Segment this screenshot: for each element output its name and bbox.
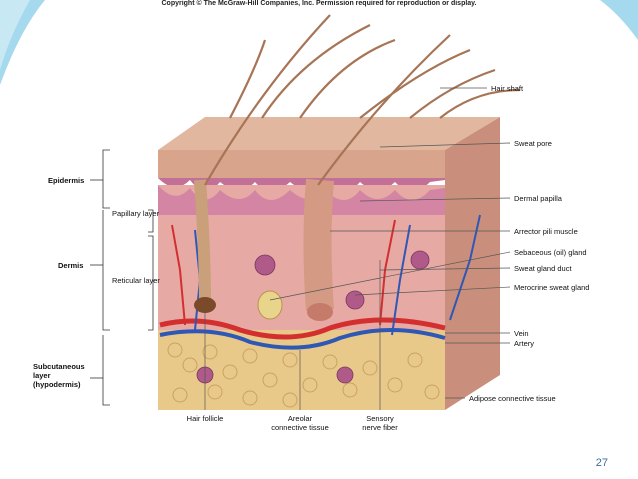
label-hair-shaft: Hair shaft	[491, 84, 524, 93]
label-sweat-gland-duct: Sweat gland duct	[514, 264, 572, 273]
label-hair-follicle: Hair follicle	[186, 414, 224, 423]
label-vein: Vein	[514, 329, 529, 338]
label-artery: Artery	[514, 339, 535, 348]
label-sensory-2: nerve fiber	[362, 423, 398, 432]
corner-decoration-right	[600, 0, 638, 40]
fat-cells	[167, 342, 440, 408]
vein-horizontal	[159, 328, 446, 350]
label-merocrine-sweat-gland: Merocrine sweat gland	[514, 283, 590, 292]
papillary-layer	[158, 185, 445, 215]
hair-follicle-left	[194, 179, 211, 306]
label-subcutaneous-2: layer	[33, 371, 51, 380]
hair-follicle-center	[303, 178, 334, 311]
label-reticular-layer: Reticular layer	[112, 276, 160, 285]
label-subcutaneous-1: Subcutaneous	[33, 362, 85, 371]
sweat-glands	[196, 250, 430, 384]
block-right-face	[445, 117, 500, 410]
label-sensory-1: Sensory	[366, 414, 394, 423]
label-dermal-papilla: Dermal papilla	[514, 194, 562, 203]
epidermis-layer	[158, 150, 445, 178]
label-subcutaneous-3: (hypodermis)	[33, 380, 81, 389]
label-sweat-pore: Sweat pore	[514, 139, 552, 148]
label-papillary-layer: Papillary layer	[112, 209, 160, 218]
label-areolar-1: Areolar	[287, 414, 313, 423]
label-areolar-2: connective tissue	[271, 423, 329, 432]
copyright-notice: Copyright © The McGraw-Hill Companies, I…	[161, 0, 477, 7]
label-arrector-pili: Arrector pili muscle	[514, 227, 578, 236]
slide-number: 27	[595, 457, 608, 469]
label-sebaceous-gland: Sebaceous (oil) gland	[514, 248, 587, 257]
label-dermis: Dermis	[58, 261, 84, 270]
label-epidermis: Epidermis	[48, 176, 85, 185]
hair-shafts	[204, 14, 521, 186]
corner-decoration-left	[0, 0, 45, 85]
label-adipose-tissue: Adipose connective tissue	[469, 394, 556, 403]
artery-horizontal	[159, 317, 446, 340]
